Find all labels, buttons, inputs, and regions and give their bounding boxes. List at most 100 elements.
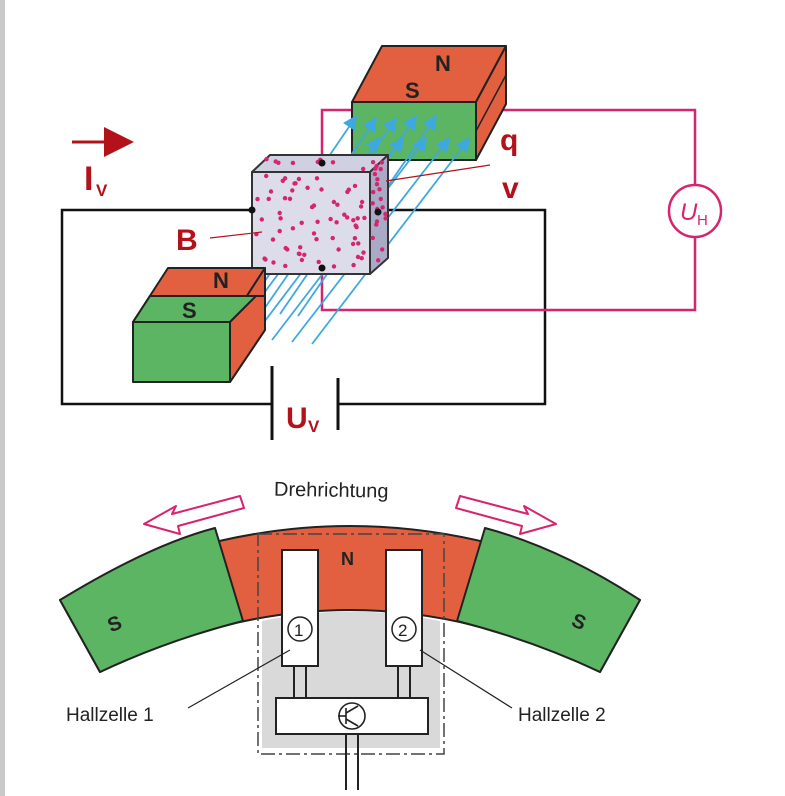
charge-dot [370, 160, 376, 165]
cell2-number: 2 [398, 621, 407, 640]
charge-dot [299, 220, 304, 225]
charge-dot [345, 215, 350, 220]
cell1-label: Hallzelle 1 [66, 705, 154, 726]
charge-dot [331, 199, 337, 205]
charge-dot [336, 247, 341, 252]
cell2-label: Hallzelle 2 [518, 705, 606, 726]
charge-dot [296, 176, 302, 182]
charge-dot [259, 217, 264, 222]
charge-dot [362, 215, 367, 221]
charge-dot [264, 173, 269, 179]
lower-south-label: S [182, 298, 197, 323]
rotation-arrow-right-icon [455, 495, 557, 535]
charge-dot [352, 183, 358, 189]
charge-dot [379, 160, 384, 165]
supply-voltage-sub: V [308, 417, 320, 436]
cell1-number: 1 [294, 621, 303, 640]
charge-dot [334, 220, 339, 225]
charge-dot [277, 228, 282, 234]
charge-dot [271, 260, 276, 265]
charge-dot [315, 219, 320, 224]
magnet-lower [132, 267, 266, 383]
charge-dot [377, 187, 382, 192]
charge-dot [283, 245, 288, 251]
charge-dot [283, 263, 288, 269]
charge-dot [378, 166, 383, 172]
charge-dot [331, 264, 337, 269]
contact-bottom [318, 264, 326, 272]
charge-dot [309, 204, 315, 210]
contact-top [318, 159, 326, 167]
charge-dot [352, 236, 358, 241]
charge-dot [361, 250, 366, 255]
charge-dot [290, 226, 296, 231]
charge-dot [330, 160, 336, 165]
supply-circuit [60, 208, 547, 440]
charge-dot [255, 196, 260, 202]
charge-dot [346, 187, 351, 192]
cell1-leader [187, 649, 291, 709]
contact-right [374, 208, 382, 216]
charge-dot [371, 189, 376, 195]
charge-dot [264, 157, 269, 162]
charge-dot [277, 210, 282, 216]
charge-dot [278, 216, 283, 221]
charge-dot [266, 196, 271, 202]
hall-voltmeter: U H [667, 183, 723, 239]
hall-voltage-circuit [320, 108, 697, 312]
charge-dot [305, 185, 310, 190]
charge-dot [370, 235, 375, 241]
charge-dot [290, 188, 295, 193]
charge-dot [263, 257, 268, 262]
charge-dot [298, 245, 303, 250]
charge-dot [335, 202, 340, 207]
charge-dot [380, 205, 385, 210]
charge-dot [355, 254, 361, 260]
charge-dot [374, 163, 379, 169]
charge-dot [356, 241, 361, 246]
charge-dot [375, 177, 380, 182]
charge-dot [351, 262, 356, 268]
hall-voltage-sub: H [697, 212, 708, 229]
charge-dot [359, 199, 365, 205]
charge-dot [290, 160, 296, 166]
charge-dot [374, 182, 380, 187]
charge-dot [372, 171, 378, 177]
charge-dot [361, 166, 366, 172]
hall-plate [251, 154, 389, 275]
velocity-label: v [502, 172, 519, 205]
left-edge-bar [0, 0, 5, 796]
charge-dot [302, 252, 307, 257]
charge-dot [299, 257, 305, 263]
charge-dot [328, 216, 333, 222]
current-label: I [84, 160, 93, 198]
charge-dot [342, 212, 347, 217]
charge-dot [296, 251, 302, 256]
charge-dot [351, 218, 356, 223]
charge-dot [270, 237, 276, 242]
upper-south-label: S [405, 78, 420, 103]
charge-dot [376, 258, 381, 263]
hall-voltage-label: U [680, 199, 698, 226]
charge-dot [314, 176, 320, 181]
field-label: B [176, 224, 198, 257]
electronics-box [275, 697, 429, 790]
charge-dot [293, 181, 298, 186]
charge-dot [370, 201, 375, 206]
b-leader-line [209, 231, 263, 239]
cell2-leader [419, 649, 513, 709]
charge-dot [378, 196, 383, 202]
charge-dot [287, 196, 293, 201]
charge-dot [282, 196, 288, 201]
supply-voltage-label: U [286, 402, 308, 435]
contact-left [248, 206, 256, 214]
charge-dot [330, 235, 335, 241]
rotor-north-label: N [341, 549, 354, 569]
charge-dot [354, 225, 359, 230]
charge-label: q [500, 124, 518, 157]
charge-dot [355, 216, 360, 221]
rotation-arrow-left-icon [143, 495, 245, 535]
upper-north-label: N [435, 51, 451, 76]
hall-cell-1 [281, 549, 319, 698]
